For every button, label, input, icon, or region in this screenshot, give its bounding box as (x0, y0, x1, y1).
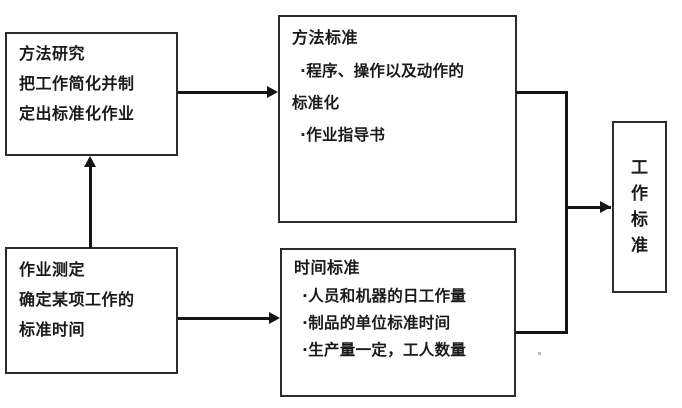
scan-artifact-speck (538, 352, 541, 355)
box-method-standard-bullet-1-cont: 标准化 (292, 94, 340, 113)
connector-bus-to-work-standard (565, 206, 611, 209)
box-method-standard-bullet-1: ·程序、操作以及动作的 (300, 61, 465, 80)
box-time-standard[interactable]: 时间标准 ·人员和机器的日工作量 ·制品的单位标准时间 ·生产量一定，工人数量 (280, 248, 516, 397)
box-work-standard-char-4: 准 (631, 235, 648, 256)
connector-work-measurement-to-method-study (89, 166, 92, 248)
box-work-standard[interactable]: 工 作 标 准 (612, 121, 667, 293)
box-work-measurement[interactable]: 作业测定 确定某项工作的 标准时间 (5, 247, 178, 374)
box-time-standard-bullet-1: ·人员和机器的日工作量 (302, 286, 467, 305)
box-work-standard-char-3: 标 (631, 209, 648, 230)
box-method-study-content: 方法研究 把工作简化并制 定出标准化作业 (7, 34, 176, 154)
connector-time-standard-to-bus (516, 331, 568, 334)
box-method-standard[interactable]: 方法标准 ·程序、操作以及动作的 标准化 ·作业指导书 (278, 15, 517, 223)
box-work-standard-char-2: 作 (631, 183, 648, 204)
box-method-standard-title: 方法标准 (292, 28, 359, 47)
box-time-standard-title: 时间标准 (294, 258, 361, 277)
box-time-standard-bullet-2: ·制品的单位标准时间 (302, 314, 451, 333)
connector-work-measurement-to-time-standard (178, 317, 270, 320)
box-work-measurement-line-1: 确定某项工作的 (19, 289, 135, 309)
box-time-standard-bullet-3: ·生产量一定，工人数量 (302, 341, 467, 360)
connector-method-standard-to-bus (516, 91, 568, 94)
arrowhead-work-measurement-to-time-standard-icon (269, 312, 280, 324)
box-work-standard-char-1: 工 (631, 157, 648, 178)
arrowhead-work-measurement-to-method-study-icon (84, 156, 96, 167)
box-method-standard-content: 方法标准 ·程序、操作以及动作的 标准化 ·作业指导书 (280, 17, 515, 221)
box-work-measurement-title: 作业测定 (19, 260, 86, 279)
box-work-measurement-line-2: 标准时间 (19, 319, 86, 339)
box-time-standard-content: 时间标准 ·人员和机器的日工作量 ·制品的单位标准时间 ·生产量一定，工人数量 (282, 250, 514, 395)
box-method-study-line-2: 定出标准化作业 (19, 103, 135, 123)
arrowhead-bus-to-work-standard-icon (600, 201, 611, 213)
box-method-study-line-1: 把工作简化并制 (19, 73, 135, 93)
connector-merge-bus (565, 91, 568, 334)
box-work-measurement-content: 作业测定 确定某项工作的 标准时间 (7, 249, 176, 372)
box-method-study-title: 方法研究 (19, 44, 86, 63)
box-method-standard-bullet-2: ·作业指导书 (300, 126, 386, 145)
box-method-study[interactable]: 方法研究 把工作简化并制 定出标准化作业 (5, 32, 178, 156)
connector-method-study-to-method-standard (178, 91, 268, 94)
box-work-standard-content: 工 作 标 准 (614, 123, 665, 291)
arrowhead-method-study-to-method-standard-icon (267, 86, 278, 98)
